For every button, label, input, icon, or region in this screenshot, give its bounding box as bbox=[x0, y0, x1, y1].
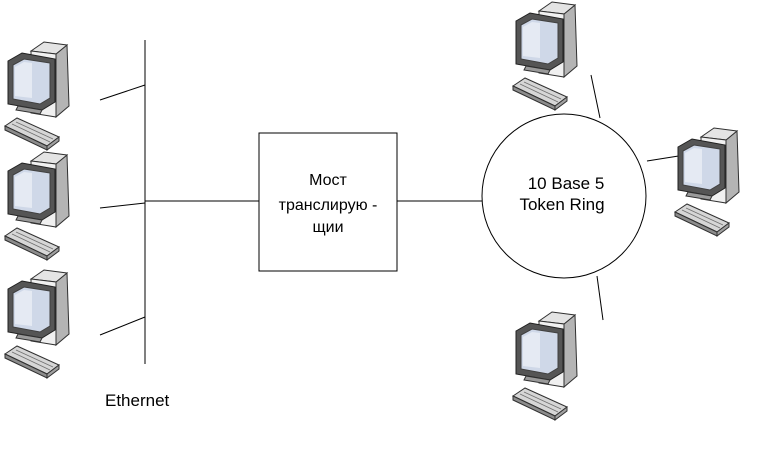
bridge-label-line-3: щии bbox=[312, 219, 343, 236]
desktop-computer-icon bbox=[4, 151, 70, 261]
desktop-computer-icon bbox=[4, 41, 70, 151]
bridge-label-line-2: транслирую - bbox=[279, 197, 378, 214]
token-ring-circle bbox=[481, 113, 647, 279]
bridge-box bbox=[258, 132, 398, 272]
ring-link-top bbox=[590, 74, 601, 119]
desktop-computer-icon bbox=[512, 311, 578, 421]
ring-link-bottom bbox=[596, 275, 604, 321]
desktop-computer-icon bbox=[4, 269, 70, 379]
ethernet-label: Ethernet bbox=[105, 391, 170, 410]
ethernet-link-3 bbox=[99, 316, 146, 336]
ring-label-line-2: Token Ring bbox=[519, 195, 604, 214]
bridge-label-line-1: Мост bbox=[309, 172, 347, 189]
ethernet-link-1 bbox=[99, 84, 146, 101]
desktop-computer-icon bbox=[512, 1, 578, 111]
ring-label-line-1: 10 Base 5 bbox=[528, 174, 605, 193]
desktop-computer-icon bbox=[674, 127, 740, 237]
ethernet-link-2 bbox=[99, 202, 146, 209]
